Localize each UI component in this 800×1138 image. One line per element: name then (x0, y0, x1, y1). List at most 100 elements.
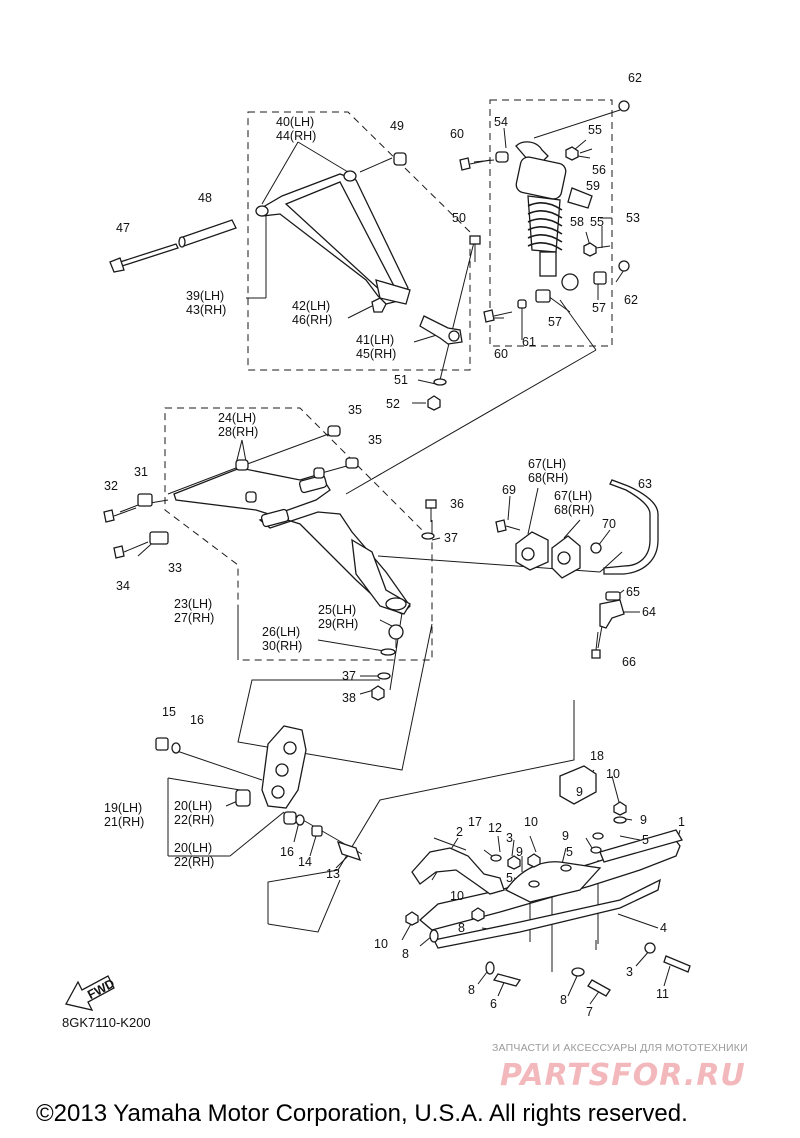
callout-4: 4 (660, 921, 667, 935)
bolt-55a (579, 148, 593, 154)
callout-30: 30(RH) (262, 639, 302, 653)
callout-31: 31 (134, 465, 148, 479)
bracket-64 (599, 599, 625, 629)
collar-57b (535, 289, 551, 303)
callout-9-right: 9 (640, 813, 647, 827)
callout-8-bottom-left: 8 (468, 983, 475, 997)
callout-46: 46(RH) (292, 313, 332, 327)
bushing-20b (283, 811, 297, 825)
collar-24b (313, 467, 325, 479)
cap-62a (618, 100, 630, 112)
callout-41: 41(LH) (356, 333, 394, 347)
callout-36: 36 (450, 497, 464, 511)
callout-40: 40(LH) (276, 115, 314, 129)
callout-5-mid: 5 (566, 845, 573, 859)
stop-65 (605, 591, 621, 601)
callout-29: 29(RH) (318, 617, 358, 631)
callout-26: 26(LH) (262, 625, 300, 639)
callout-37-top: 37 (444, 531, 458, 545)
callout-67-right: 67(LH) (554, 489, 592, 503)
callout-59: 59 (586, 179, 600, 193)
callout-27: 27(RH) (174, 611, 214, 625)
bolt-60a (459, 157, 491, 171)
callout-62-bottom: 62 (624, 293, 638, 307)
collar-35a (327, 425, 341, 437)
callout-63: 63 (638, 477, 652, 491)
callout-24: 24(LH) (218, 411, 256, 425)
callout-20-bottom: 20(LH) (174, 841, 212, 855)
tie-rod-end-67b (551, 535, 581, 579)
callout-5-right: 5 (642, 833, 649, 847)
callout-8-bottom-right: 8 (560, 993, 567, 1007)
ball-joint-25 (388, 624, 404, 648)
callout-11: 11 (656, 987, 669, 1001)
nut-52 (427, 395, 441, 411)
washer-16a (171, 742, 181, 754)
bushing-33 (149, 531, 169, 545)
callout-8-left: 8 (402, 947, 409, 961)
callout-69: 69 (502, 483, 516, 497)
callout-18: 18 (590, 749, 604, 763)
callout-44: 44(RH) (276, 129, 316, 143)
callout-28: 28(RH) (218, 425, 258, 439)
tie-rod-end-67a (515, 531, 549, 571)
callout-12: 12 (488, 821, 502, 835)
collar-57a (593, 271, 607, 285)
callout-53: 53 (626, 211, 640, 225)
bolt-66 (591, 631, 601, 659)
bushing-20a (235, 789, 251, 807)
bolt-34 (113, 541, 149, 559)
washer-37 (421, 532, 435, 540)
nut-56 (565, 146, 579, 161)
fwd-arrow-icon: FWD (65, 975, 117, 1011)
callout-38: 38 (342, 691, 356, 705)
watermark-tagline: ЗАПЧАСТИ И АКСЕССУАРЫ ДЛЯ МОТОТЕХНИКИ (492, 1042, 748, 1054)
washer-51 (433, 378, 447, 386)
callout-9-left: 9 (516, 845, 523, 859)
callout-33: 33 (168, 561, 182, 575)
nut-38 (371, 685, 385, 701)
callout-66: 66 (622, 655, 636, 669)
callout-14: 14 (298, 855, 312, 869)
watermark-logo: PARTSFOR.RU (500, 1058, 746, 1093)
callout-42: 42(LH) (292, 299, 330, 313)
callout-10-bottom: 10 (374, 937, 388, 951)
callout-68-left: 68(RH) (528, 471, 568, 485)
callout-21: 21(RH) (104, 815, 144, 829)
callout-22-bottom: 22(RH) (174, 855, 214, 869)
callout-52: 52 (386, 397, 400, 411)
bushing-49 (393, 152, 407, 166)
washer-37a (377, 672, 391, 680)
upper-arm-group-box (247, 111, 471, 371)
ball-joint-41 (419, 315, 463, 345)
callout-68-right: 68(RH) (554, 503, 594, 517)
nut-70 (590, 542, 602, 554)
callout-3-bottom: 3 (626, 965, 633, 979)
callout-45: 45(RH) (356, 347, 396, 361)
callout-13: 13 (326, 867, 340, 881)
callout-55-top: 55 (588, 123, 602, 137)
fwd-label: FWD (85, 976, 117, 1002)
bushing-14 (311, 825, 323, 837)
bracket-59 (567, 187, 593, 209)
callout-54: 54 (494, 115, 508, 129)
callout-6: 6 (490, 997, 497, 1011)
callout-57-right: 57 (592, 301, 606, 315)
bolt-55b (595, 245, 611, 249)
callout-19: 19(LH) (104, 801, 142, 815)
callout-60-top: 60 (450, 127, 464, 141)
callout-32: 32 (104, 479, 118, 493)
upper-arm-shaft-48 (178, 219, 237, 248)
nut-42 (371, 297, 387, 313)
callout-7: 7 (586, 1005, 593, 1019)
collar-54 (495, 151, 509, 163)
ski-hardware (405, 801, 691, 997)
callout-10-top: 10 (606, 767, 620, 781)
callout-25: 25(LH) (318, 603, 356, 617)
callout-5-left: 5 (506, 871, 513, 885)
ski-spindle (261, 725, 307, 809)
bolt-47 (109, 243, 179, 273)
callout-70: 70 (602, 517, 616, 531)
callout-64: 64 (642, 605, 656, 619)
